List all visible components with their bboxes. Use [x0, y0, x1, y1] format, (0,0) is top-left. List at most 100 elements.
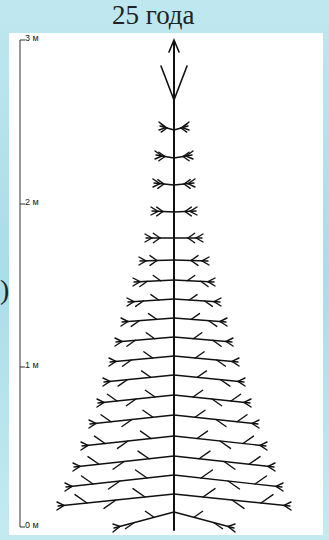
branch-line: [161, 124, 167, 128]
branch-line: [138, 451, 149, 459]
branch-line: [115, 342, 122, 347]
branch-line: [184, 184, 190, 188]
branch-line: [203, 489, 215, 497]
branch-line: [150, 261, 157, 266]
branch-line: [107, 394, 117, 401]
branch-line: [140, 281, 147, 286]
branch-line: [197, 431, 208, 438]
branch-line: [202, 257, 209, 261]
branch-line: [109, 361, 116, 366]
branch-line: [238, 381, 245, 386]
branch-line: [89, 423, 96, 428]
branch-line: [161, 128, 167, 132]
branch-line: [109, 358, 116, 361]
branch-line: [97, 402, 104, 407]
branch-line: [113, 462, 124, 470]
branch-line: [118, 380, 127, 386]
branch-line: [185, 212, 191, 216]
branch-line: [145, 511, 154, 517]
branch-line: [224, 462, 235, 470]
branch-line: [255, 476, 267, 484]
branch-line: [195, 352, 204, 358]
branch-line: [208, 278, 215, 282]
branch-line: [220, 441, 231, 448]
branch-line: [115, 338, 122, 342]
branch-line: [81, 442, 88, 445]
slide-text: ): [0, 276, 9, 304]
branch-line: [75, 495, 87, 503]
branch-line: [89, 420, 96, 423]
branch-line: [109, 481, 121, 489]
branch-line: [139, 257, 146, 261]
branch-line: [150, 256, 157, 261]
branch-line: [243, 436, 254, 443]
branch-line: [149, 314, 157, 320]
branch-line: [238, 378, 245, 381]
branch-line: [182, 122, 189, 128]
branch-line: [157, 212, 163, 216]
branch-line: [145, 234, 152, 238]
branch-line: [268, 466, 275, 471]
branch-line: [65, 483, 72, 486]
branch-line: [133, 489, 145, 497]
branch-line: [214, 298, 221, 302]
branch-line: [188, 238, 195, 243]
branch-line: [118, 441, 129, 448]
tree-figure: [57, 40, 291, 532]
branch-line: [145, 390, 155, 397]
branch-line: [232, 358, 239, 361]
branch-line: [284, 505, 291, 510]
slide-text: 25 года: [112, 2, 195, 29]
branch-line: [191, 314, 199, 320]
branch-line: [276, 483, 283, 486]
branch-line: [249, 457, 260, 465]
branch-line: [260, 445, 267, 450]
scale-label: 2 м: [25, 198, 39, 207]
branch-line: [123, 360, 132, 366]
branch-line: [174, 318, 226, 322]
branch-line: [113, 524, 120, 526]
branch-line: [88, 457, 99, 465]
branch-line: [121, 322, 128, 327]
branch-line: [214, 523, 223, 529]
branch-line: [104, 375, 174, 382]
branch-line: [73, 463, 80, 466]
branch-line: [116, 337, 174, 342]
branch-line: [101, 415, 111, 422]
branch-line: [174, 356, 238, 362]
branch-line: [189, 295, 197, 300]
branch-line: [185, 207, 191, 211]
branch-line: [188, 233, 195, 238]
branch-line: [133, 282, 140, 286]
branch-line: [159, 157, 165, 161]
branch-line: [193, 390, 203, 397]
branch-line: [122, 420, 132, 427]
white-panel: [9, 33, 323, 535]
branch-line: [174, 299, 220, 302]
branch-line: [212, 399, 222, 406]
scale-label: 0 м: [25, 521, 39, 530]
branch-line: [244, 402, 251, 407]
branch-line: [153, 238, 160, 243]
branch-line: [231, 394, 241, 401]
branch-line: [142, 371, 151, 377]
branch-line: [220, 322, 227, 327]
scale-bar: [20, 40, 25, 527]
branch-line: [127, 298, 134, 302]
branch-line: [188, 184, 195, 187]
branch-line: [159, 152, 165, 156]
branch-line: [183, 152, 189, 156]
branch-line: [226, 342, 233, 347]
branch-line: [252, 420, 259, 423]
branch-line: [113, 526, 120, 532]
branch-line: [128, 299, 174, 302]
branch-line: [151, 211, 158, 215]
branch-line: [201, 281, 208, 286]
branch-line: [244, 399, 251, 402]
branch-line: [202, 261, 209, 265]
branch-line: [187, 276, 194, 281]
branch-line: [127, 302, 134, 306]
branch-line: [260, 442, 267, 445]
branch-line: [232, 500, 244, 508]
branch-line: [122, 318, 174, 322]
